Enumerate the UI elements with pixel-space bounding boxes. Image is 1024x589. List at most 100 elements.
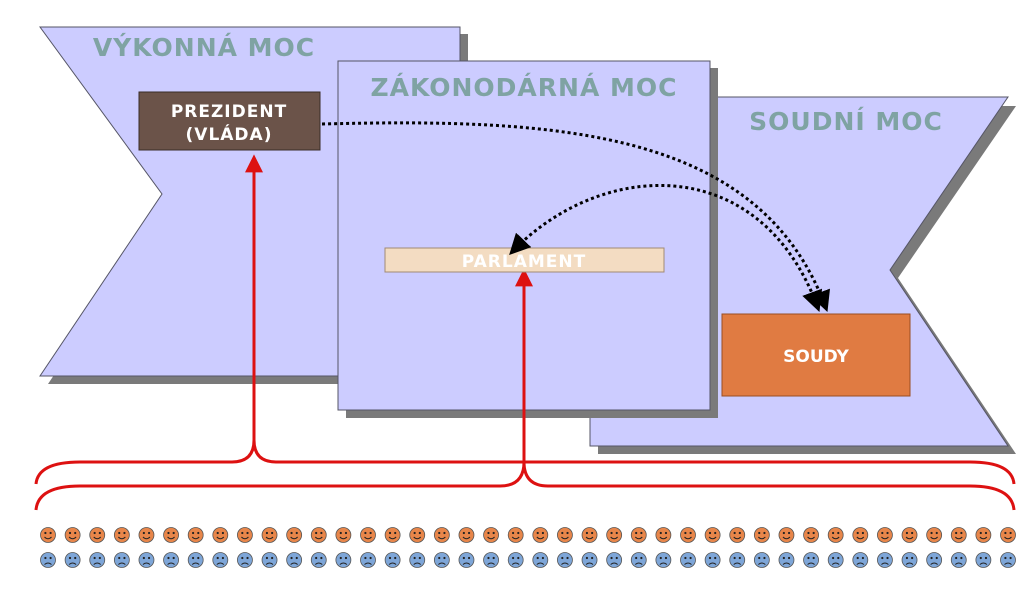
happy-citizen-icon (926, 527, 943, 543)
sad-citizen-icon (237, 552, 253, 568)
sad-citizen-icon (557, 552, 573, 568)
sad-citizen-icon (532, 552, 549, 568)
appointment-arrows (321, 121, 830, 312)
sad-citizen-icon (483, 552, 499, 568)
sad-citizen-icon (138, 552, 155, 568)
happy-citizen-icon (852, 527, 869, 543)
sad-citizen-icon (310, 552, 327, 568)
sad-citizen-icon (113, 552, 130, 568)
happy-citizen-icon (113, 527, 130, 543)
sad-citizen-icon (581, 552, 598, 568)
happy-citizen-icon (729, 527, 746, 543)
sad-citizen-icon (163, 552, 179, 568)
sad-citizen-icon (89, 552, 106, 568)
sad-citizen-icon (753, 552, 770, 568)
happy-citizen-icon (778, 527, 795, 543)
happy-citizen-icon (507, 527, 524, 543)
sad-citizen-icon (261, 552, 278, 568)
sad-citizen-icon (360, 552, 376, 568)
sad-citizen-icon (877, 552, 893, 568)
sad-citizen-icon (852, 552, 869, 568)
happy-citizen-icon (409, 527, 426, 543)
happy-citizen-icon (950, 527, 967, 543)
legislative-branch-panel: ZÁKONODÁRNÁ MOC (337, 60, 718, 418)
president-label-line2: (VLÁDA) (186, 123, 273, 145)
happy-citizen-icon (630, 527, 647, 543)
sad-citizen-icon (680, 552, 696, 568)
legislative-branch-title: ZÁKONODÁRNÁ MOC (371, 73, 678, 102)
happy-citizen-icon (310, 527, 327, 543)
happy-citizen-icon (704, 527, 721, 543)
courts-box-shape (721, 313, 911, 397)
happy-citizen-icon (261, 527, 278, 543)
happy-citizen-icon (557, 527, 573, 543)
happy-citizen-icon (360, 527, 376, 543)
sad-citizen-icon (729, 552, 746, 568)
sad-citizen-icon (901, 552, 918, 568)
sad-citizen-icon (778, 552, 795, 568)
happy-citizen-icon (606, 527, 623, 543)
courts-label: SOUDY (783, 347, 849, 367)
sad-citizen-icon (187, 552, 204, 568)
happy-citizen-icon (680, 527, 696, 543)
sad-citizen-icon (335, 552, 352, 568)
happy-citizen-icon (40, 527, 56, 543)
sad-citizen-icon (64, 552, 81, 568)
happy-citizens-row (40, 527, 1016, 543)
sad-citizens-row (40, 552, 1016, 568)
happy-citizen-icon (237, 527, 253, 543)
sad-citizen-icon (827, 552, 844, 568)
sad-citizen-icon (507, 552, 524, 568)
happy-citizen-icon (1000, 527, 1016, 543)
happy-citizen-icon (581, 527, 598, 543)
sad-citizen-icon (606, 552, 623, 568)
happy-citizen-icon (458, 527, 475, 543)
happy-citizen-icon (212, 527, 229, 543)
sad-citizen-icon (975, 552, 992, 568)
happy-citizen-icon (753, 527, 770, 543)
happy-citizen-icon (384, 527, 401, 543)
parliament-courts-arrow (509, 183, 823, 312)
courts-box: SOUDY (721, 313, 911, 397)
happy-citizen-icon (975, 527, 992, 543)
citizens-brace (34, 154, 1016, 511)
sad-citizen-icon (212, 552, 229, 568)
president-box: PREZIDENT (VLÁDA) (138, 91, 321, 151)
lower-brace-line (34, 461, 1016, 511)
sad-citizen-icon (1000, 552, 1016, 568)
happy-citizen-icon (532, 527, 549, 543)
happy-citizen-icon (827, 527, 844, 543)
happy-citizen-icon (286, 527, 303, 543)
parliament-box: PARLAMENT (384, 247, 665, 273)
parliament-label: PARLAMENT (462, 252, 587, 272)
sad-citizen-icon (286, 552, 303, 568)
sad-citizen-icon (409, 552, 426, 568)
happy-citizen-icon (89, 527, 106, 543)
happy-citizen-icon (655, 527, 672, 543)
sad-citizen-icon (655, 552, 672, 568)
happy-citizen-icon (901, 527, 918, 543)
president-box-shape (138, 91, 321, 151)
sad-citizen-icon (40, 552, 56, 568)
happy-citizen-icon (138, 527, 155, 543)
sad-citizen-icon (384, 552, 401, 568)
happy-citizen-icon (64, 527, 81, 543)
happy-citizen-icon (163, 527, 179, 543)
happy-citizen-icon (187, 527, 204, 543)
happy-citizen-icon (433, 527, 450, 543)
happy-citizen-icon (483, 527, 499, 543)
judicial-branch-title: SOUDNÍ MOC (749, 107, 943, 136)
sad-citizen-icon (803, 552, 819, 568)
sad-citizen-icon (926, 552, 943, 568)
president-label-line1: PREZIDENT (171, 102, 287, 122)
sad-citizen-icon (704, 552, 721, 568)
happy-citizen-icon (877, 527, 893, 543)
sad-citizen-icon (950, 552, 967, 568)
sad-citizen-icon (458, 552, 475, 568)
happy-citizen-icon (803, 527, 819, 543)
sad-citizen-icon (630, 552, 647, 568)
executive-branch-title: VÝKONNÁ MOC (93, 32, 315, 62)
sad-citizen-icon (433, 552, 450, 568)
happy-citizen-icon (335, 527, 352, 543)
